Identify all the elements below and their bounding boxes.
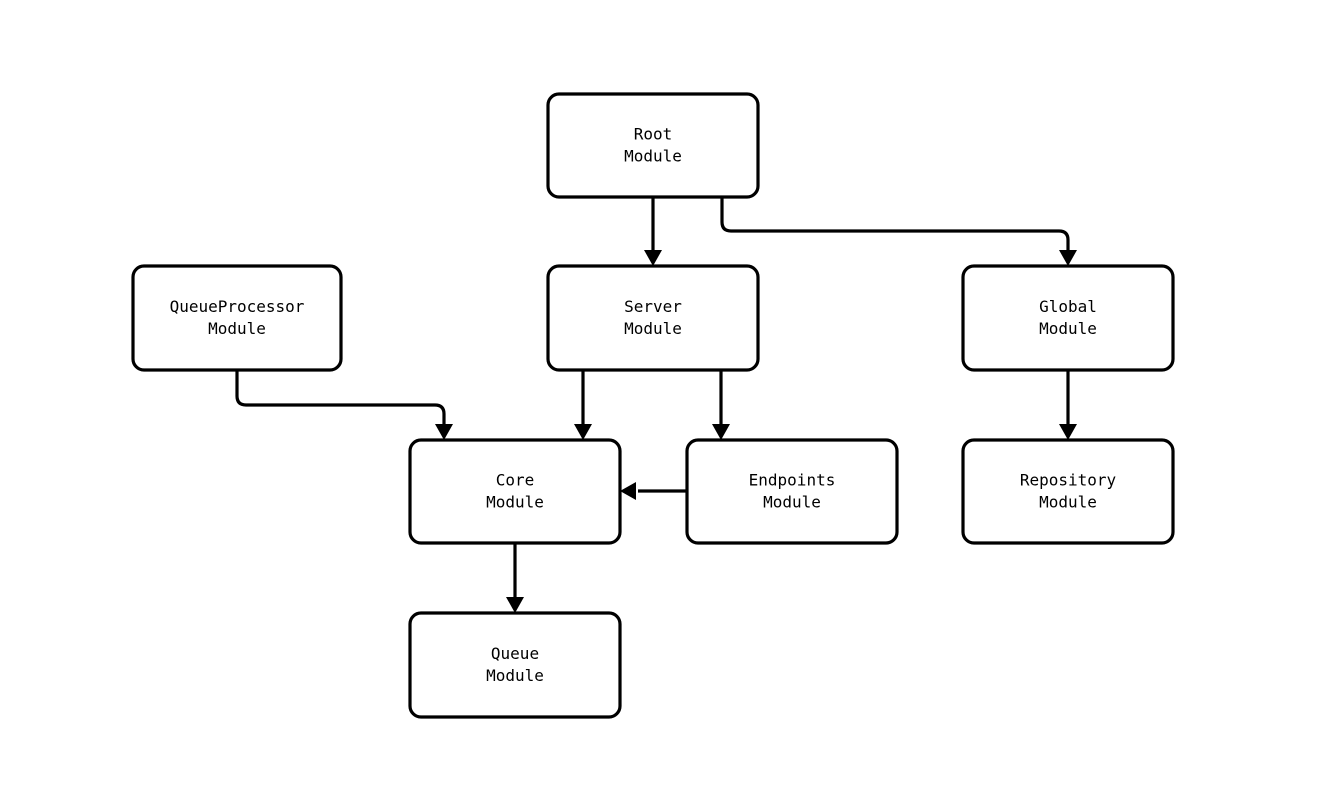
node-label-line: Module: [486, 666, 544, 685]
node-label-line: Module: [1039, 319, 1097, 338]
arrowhead-icon: [1059, 250, 1077, 266]
node-shape: [131, 264, 343, 372]
arrowhead-icon: [712, 424, 730, 440]
node-shape: [408, 438, 622, 545]
node-label-line: Server: [624, 297, 682, 316]
node-shape: [961, 264, 1175, 372]
node-label-line: Root: [634, 124, 673, 143]
node-shape: [685, 438, 899, 545]
node-shape: [546, 264, 760, 372]
edge-endpoints-to-core: [620, 482, 687, 500]
node-label-line: Endpoints: [749, 470, 836, 489]
node-label-line: Module: [763, 492, 821, 511]
node-shape: [961, 438, 1175, 545]
node-label-line: Module: [624, 319, 682, 338]
arrowhead-icon: [1059, 424, 1077, 440]
arrowhead-icon: [435, 424, 453, 440]
edge-queueprocessor-to-core: [235, 370, 453, 440]
node-label-line: Module: [1039, 492, 1097, 511]
node-shape: [546, 92, 760, 199]
edge-root-to-server: [644, 197, 662, 266]
arrowhead-icon: [620, 482, 636, 500]
edges-layer: [235, 197, 1077, 613]
node-label-line: Module: [486, 492, 544, 511]
edge-server-to-core: [574, 370, 592, 440]
node-label-line: QueueProcessor: [170, 297, 305, 316]
node-label-line: Queue: [491, 644, 539, 663]
node-shape: [408, 611, 622, 719]
node-label-line: Repository: [1020, 470, 1117, 489]
node-label-line: Module: [208, 319, 266, 338]
edge-global-to-repository: [1059, 370, 1077, 440]
arrowhead-icon: [574, 424, 592, 440]
node-label-line: Module: [624, 146, 682, 165]
edge-core-to-queue: [506, 543, 524, 613]
arrowhead-icon: [506, 597, 524, 613]
edge-server-to-endpoints: [712, 370, 730, 440]
node-label-line: Core: [496, 470, 535, 489]
edge-root-to-global: [720, 197, 1077, 266]
node-label-line: Global: [1039, 297, 1097, 316]
arrowhead-icon: [644, 250, 662, 266]
